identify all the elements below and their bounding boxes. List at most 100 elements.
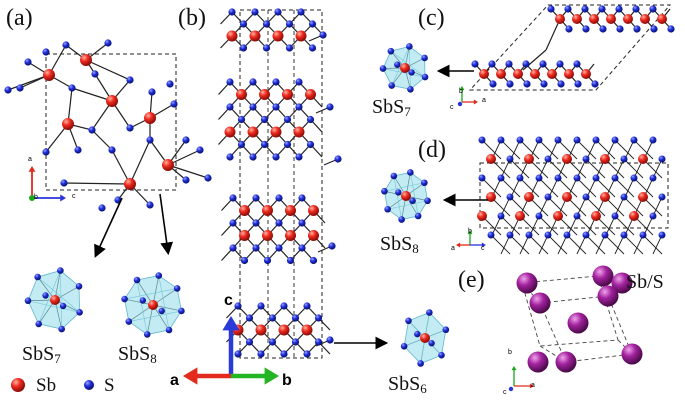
s-atom bbox=[58, 325, 65, 333]
bond bbox=[614, 215, 635, 236]
s-atom bbox=[544, 155, 552, 163]
axis-label-e-h: a bbox=[531, 382, 535, 389]
s-atom bbox=[667, 25, 675, 33]
s-atom bbox=[262, 44, 271, 52]
s-atom bbox=[42, 148, 50, 156]
s-atom bbox=[42, 48, 50, 56]
sb-atom bbox=[591, 211, 601, 221]
bond bbox=[586, 139, 597, 160]
s-atom bbox=[573, 136, 581, 144]
s-atom bbox=[395, 189, 402, 196]
polyhedron-edge bbox=[60, 270, 62, 330]
s-atom bbox=[275, 194, 283, 202]
bond bbox=[529, 215, 540, 236]
polyhedron-edge bbox=[37, 276, 80, 313]
s-atom bbox=[649, 5, 657, 13]
panel-label-e: (e) bbox=[458, 267, 485, 293]
s-atom bbox=[158, 307, 165, 315]
s-atom bbox=[297, 8, 305, 16]
bond bbox=[586, 177, 597, 198]
bond bbox=[500, 177, 521, 198]
s-atom bbox=[125, 318, 133, 325]
s-atom bbox=[260, 115, 269, 124]
s-atom bbox=[229, 194, 237, 202]
sb-atom bbox=[285, 230, 296, 241]
axis-label-a-v: a bbox=[28, 156, 32, 163]
sb-s-site-atom bbox=[597, 285, 619, 307]
sb-atom bbox=[62, 118, 74, 130]
bond bbox=[567, 215, 578, 236]
s-atom bbox=[257, 302, 265, 310]
s-atom bbox=[268, 314, 277, 322]
bond bbox=[614, 139, 635, 160]
sb-atom bbox=[513, 69, 523, 79]
s-atom bbox=[34, 273, 41, 281]
s-atom bbox=[406, 43, 413, 50]
s-atom bbox=[170, 100, 178, 108]
s-atom bbox=[407, 169, 414, 176]
bond bbox=[604, 234, 625, 255]
s-atom bbox=[409, 197, 416, 204]
axis-label-c-v: b bbox=[459, 88, 463, 95]
panel-label-c: (c) bbox=[418, 5, 445, 31]
sb-atom bbox=[606, 14, 616, 24]
s-atom bbox=[204, 174, 212, 182]
s-atom bbox=[535, 136, 543, 144]
s-atom bbox=[314, 338, 323, 346]
s-atom bbox=[516, 136, 524, 144]
s-atom bbox=[478, 174, 486, 182]
sb-s-site-atom bbox=[529, 292, 551, 314]
axis-arrow-a-c-head bbox=[473, 99, 478, 105]
axis-arrow-c-big-head bbox=[222, 316, 240, 331]
sb-atom bbox=[148, 300, 158, 310]
s-atom bbox=[630, 136, 638, 144]
bond bbox=[500, 234, 511, 255]
s-atom bbox=[226, 78, 234, 86]
bond bbox=[595, 139, 616, 160]
s-atom bbox=[133, 276, 141, 284]
s-atom bbox=[633, 25, 641, 33]
cluster-label-sbs8-a: SbS8 bbox=[118, 343, 157, 366]
bond bbox=[652, 196, 663, 217]
s-atom bbox=[564, 5, 572, 13]
sb-s-site-atom bbox=[527, 351, 549, 373]
s-atom bbox=[381, 187, 388, 195]
s-atom bbox=[379, 65, 387, 72]
s-atom bbox=[582, 155, 590, 163]
s-atom bbox=[649, 174, 657, 182]
sb-atom bbox=[524, 154, 534, 164]
s-atom bbox=[226, 153, 234, 161]
s-atom bbox=[630, 174, 638, 182]
s-atom bbox=[615, 5, 623, 13]
s-atom bbox=[658, 231, 666, 239]
s-atom bbox=[257, 350, 265, 358]
s-atom bbox=[252, 244, 260, 252]
s-atom bbox=[497, 136, 505, 144]
bond bbox=[538, 234, 549, 255]
s-atom bbox=[148, 88, 156, 96]
sb-atom bbox=[564, 69, 574, 79]
polyhedron-edge bbox=[158, 275, 170, 331]
s-atom bbox=[104, 39, 112, 47]
bond bbox=[547, 158, 568, 179]
bond bbox=[547, 196, 568, 217]
s-atom bbox=[387, 47, 395, 55]
s-atom bbox=[263, 256, 272, 265]
bond bbox=[652, 234, 663, 255]
cluster-label-sbs8-d: SbS8 bbox=[380, 233, 419, 256]
s-atom bbox=[394, 61, 401, 68]
sb-atom bbox=[553, 211, 563, 221]
bond bbox=[481, 139, 502, 160]
s-atom bbox=[497, 174, 505, 182]
s-atom bbox=[563, 231, 571, 239]
s-atom bbox=[286, 256, 295, 265]
bond bbox=[490, 234, 511, 255]
unit-cell-c bbox=[468, 4, 672, 91]
sb-atom bbox=[477, 211, 487, 221]
unit-cell-e-front bbox=[539, 295, 633, 363]
s-atom bbox=[308, 44, 317, 52]
s-atom bbox=[599, 25, 607, 33]
sb-atom bbox=[295, 30, 307, 42]
axis-label-b-left: a bbox=[170, 372, 179, 389]
bond bbox=[633, 177, 654, 198]
